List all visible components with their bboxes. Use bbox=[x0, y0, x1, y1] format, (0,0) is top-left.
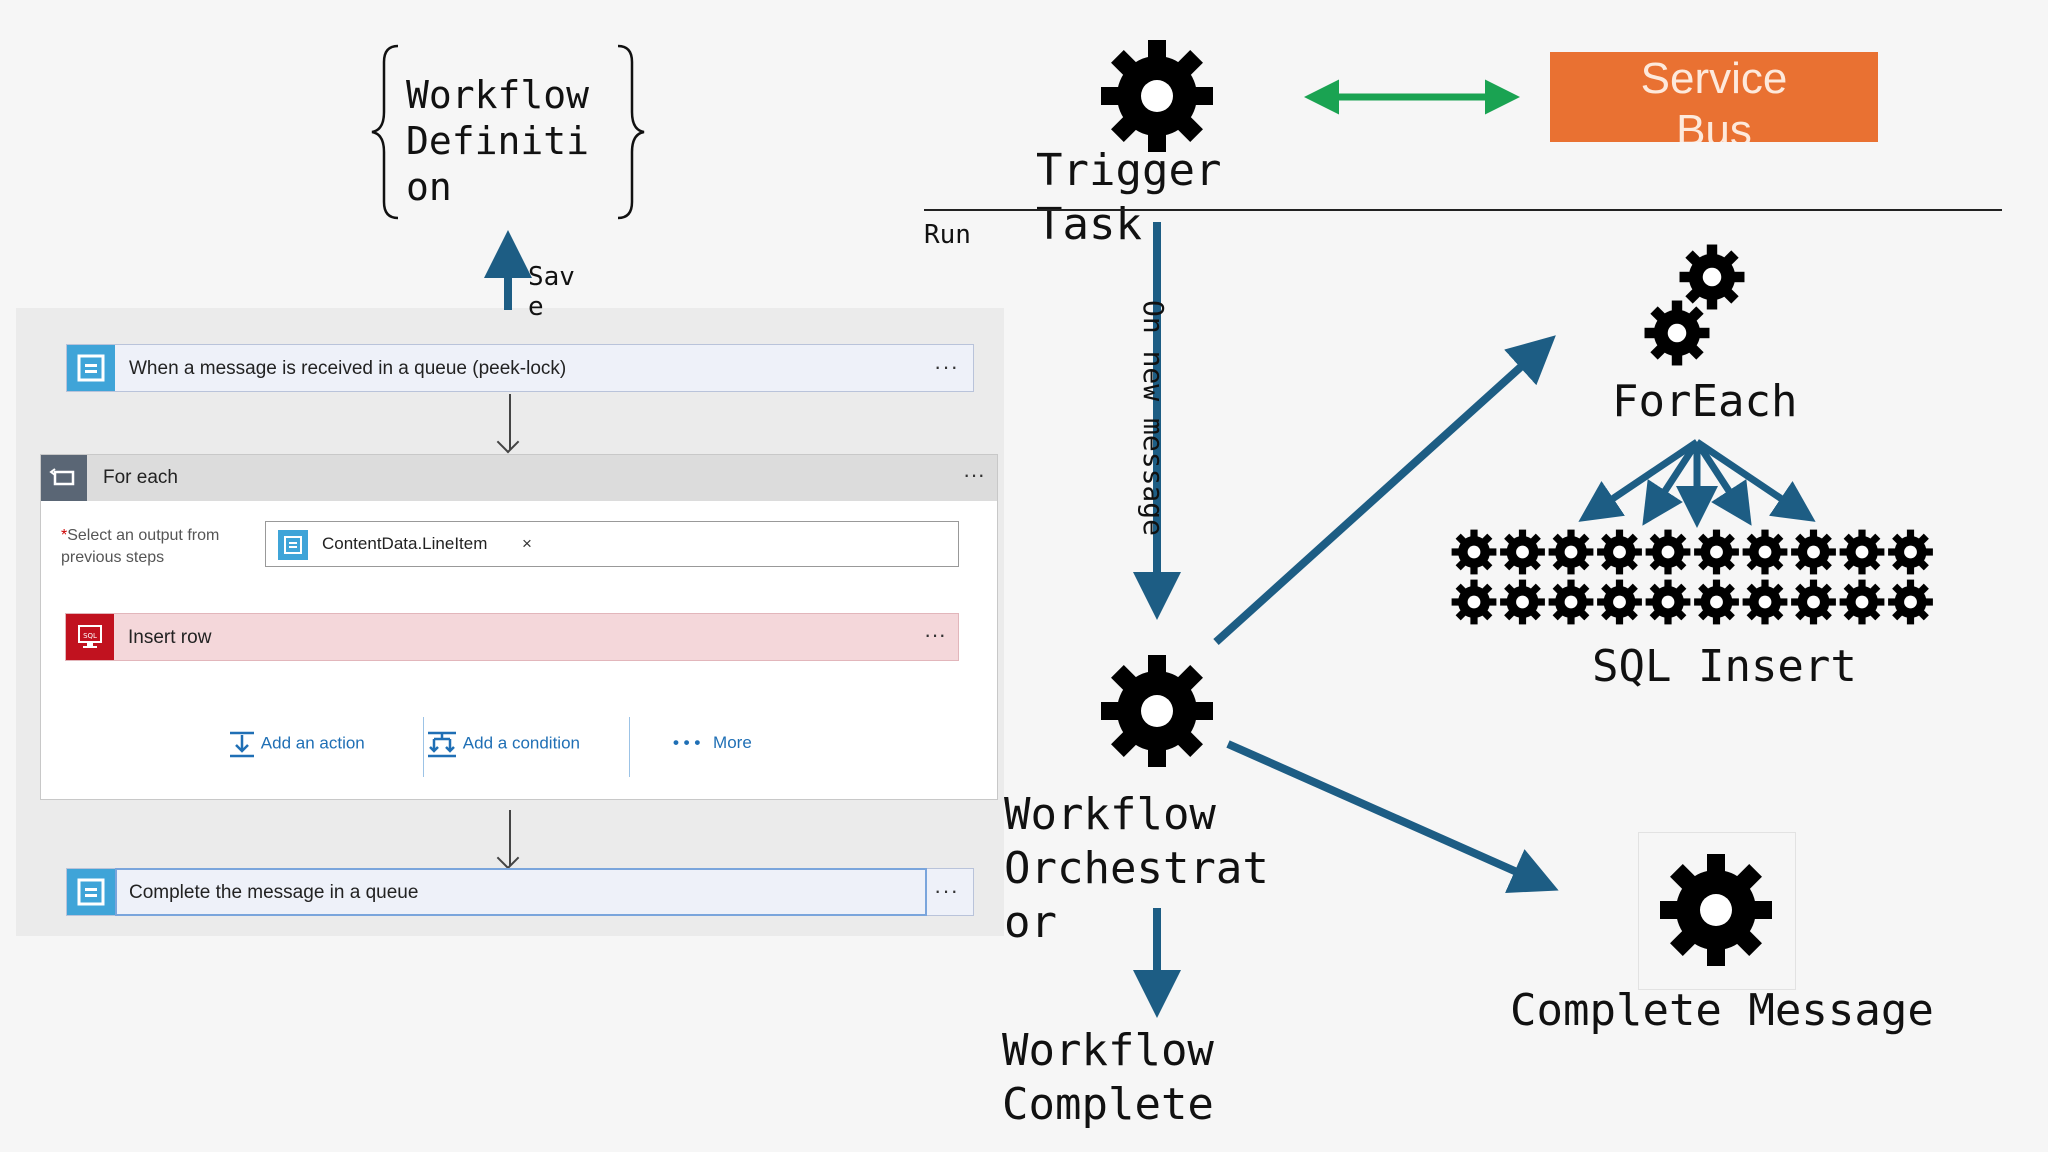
flow-arrow-2 bbox=[509, 810, 511, 866]
sql-insert-gear-grid bbox=[1451, 529, 1933, 625]
foreach-field-label: *Select an output from previous steps bbox=[61, 525, 261, 569]
foreach-gear-icon bbox=[1644, 300, 1710, 366]
sql-insert-label: SQL Insert bbox=[1592, 641, 1857, 692]
sql-server-icon: SQL bbox=[66, 614, 114, 660]
sql-insert-gear-icon bbox=[1500, 529, 1545, 575]
service-bus-box: Service Bus bbox=[1550, 52, 1878, 142]
sql-insert-gear-icon bbox=[1645, 529, 1691, 575]
selected-outline bbox=[115, 868, 927, 916]
sql-insert-gear-icon bbox=[1500, 579, 1545, 625]
trigger-task-label: Trigger Task bbox=[1036, 145, 1222, 250]
foreach-output-field[interactable]: ContentData.LineItem × bbox=[265, 521, 959, 567]
right-brace bbox=[617, 44, 645, 220]
sql-insert-gear-icon bbox=[1791, 579, 1836, 625]
add-action-button[interactable]: Add an action bbox=[227, 729, 365, 759]
service-bus-label-line1: Service bbox=[1640, 54, 1788, 103]
foreach-card: For each ··· *Select an output from prev… bbox=[40, 454, 998, 800]
fan-out-arrows bbox=[1578, 439, 1816, 528]
sql-insert-gear-icon bbox=[1742, 579, 1788, 625]
sql-insert-gear-icon bbox=[1742, 529, 1788, 575]
orchestrator-gear-icon bbox=[1101, 655, 1213, 767]
service-bus-icon bbox=[278, 530, 308, 560]
left-brace bbox=[371, 44, 399, 220]
svg-text:SQL: SQL bbox=[83, 632, 97, 640]
service-bus-icon bbox=[67, 345, 115, 391]
sql-insert-gear-icon bbox=[1791, 529, 1836, 575]
on-new-message-label: On new message bbox=[1137, 300, 1170, 537]
foreach-gear-icon bbox=[1679, 244, 1745, 310]
sql-insert-gear-icon bbox=[1888, 579, 1933, 625]
to-complete-message-arrow bbox=[1226, 740, 1559, 893]
sql-insert-gear-icon bbox=[1645, 579, 1691, 625]
sql-insert-gear-icon bbox=[1451, 529, 1497, 575]
workflow-complete-label: Workflow Complete bbox=[1002, 1025, 1214, 1130]
more-label: More bbox=[713, 733, 752, 752]
insert-row-label: Insert row bbox=[128, 627, 212, 648]
trigger-card-peek-lock[interactable]: When a message is received in a queue (p… bbox=[66, 344, 974, 392]
foreach-header[interactable]: For each ··· bbox=[41, 455, 997, 501]
complete-card-menu-icon[interactable]: ··· bbox=[934, 878, 959, 903]
workflow-orchestrator-label: Workflow Orchestrat or bbox=[1004, 789, 1269, 948]
sql-insert-gear-icon bbox=[1839, 529, 1885, 575]
field-label-text: Select an output from previous steps bbox=[61, 527, 220, 566]
foreach-actions-bar: Add an action Add a condition • • • More bbox=[41, 711, 997, 777]
required-mark: * bbox=[61, 527, 68, 544]
trigger-card-label: When a message is received in a queue (p… bbox=[129, 358, 567, 379]
workflow-definition-label: Workflow Definiti on bbox=[406, 73, 590, 209]
foreach-label: ForEach bbox=[1612, 376, 1798, 427]
complete-message-box bbox=[1638, 832, 1796, 990]
token-remove-icon[interactable]: × bbox=[522, 534, 532, 553]
sql-insert-gear-icon bbox=[1548, 579, 1594, 625]
add-action-label: Add an action bbox=[260, 733, 365, 753]
sql-insert-gear-icon bbox=[1694, 579, 1739, 625]
insert-row-card[interactable]: SQL Insert row ··· bbox=[65, 613, 959, 661]
more-button[interactable]: • • • More bbox=[673, 729, 752, 757]
more-dots-icon: • • • bbox=[673, 733, 701, 752]
add-action-icon bbox=[230, 731, 254, 758]
token-label: ContentData.LineItem bbox=[322, 534, 488, 553]
save-label: Sav e bbox=[528, 262, 575, 322]
add-condition-button[interactable]: Add a condition bbox=[425, 729, 580, 759]
action-divider bbox=[423, 717, 424, 777]
to-foreach-arrow bbox=[1213, 335, 1556, 645]
sql-insert-gear-icon bbox=[1888, 529, 1933, 575]
complete-message-card[interactable]: Complete the message in a queue ··· bbox=[66, 868, 974, 916]
add-condition-label: Add a condition bbox=[462, 733, 580, 753]
flow-arrow-1 bbox=[509, 394, 511, 450]
sql-insert-gear-icon bbox=[1694, 529, 1739, 575]
service-bus-label-line2: Bus bbox=[1676, 106, 1752, 142]
run-label: Run bbox=[924, 220, 971, 250]
insert-row-menu-icon[interactable]: ··· bbox=[924, 622, 946, 647]
add-condition-icon bbox=[428, 731, 456, 758]
complete-card-label: Complete the message in a queue bbox=[129, 882, 419, 903]
action-divider bbox=[629, 717, 630, 777]
sql-insert-gear-icon bbox=[1597, 579, 1642, 625]
loop-icon bbox=[41, 455, 87, 501]
sql-insert-gear-icon bbox=[1839, 579, 1885, 625]
foreach-menu-icon[interactable]: ··· bbox=[963, 462, 985, 487]
sql-insert-gear-icon bbox=[1451, 579, 1497, 625]
trigger-gear-icon bbox=[1101, 40, 1213, 152]
sql-insert-gear-icon bbox=[1597, 529, 1642, 575]
run-divider-line bbox=[924, 209, 2002, 211]
logic-app-designer: When a message is received in a queue (p… bbox=[16, 308, 1004, 936]
complete-message-label: Complete Message bbox=[1510, 985, 1934, 1036]
foreach-title: For each bbox=[103, 467, 178, 488]
service-bus-icon bbox=[67, 869, 115, 915]
sql-insert-gear-icon bbox=[1548, 529, 1594, 575]
trigger-card-menu-icon[interactable]: ··· bbox=[934, 354, 959, 379]
